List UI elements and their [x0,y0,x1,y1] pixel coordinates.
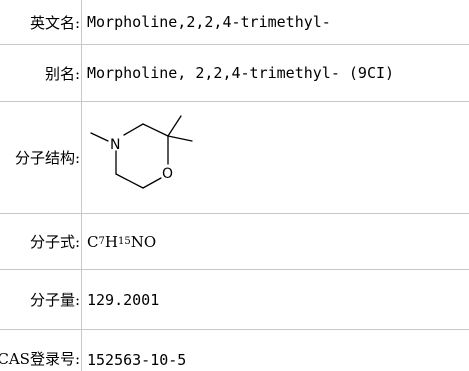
english-name-value: Morpholine,2,2,4-trimethyl- [87,13,331,31]
row-alias: 别名: Morpholine, 2,2,4-trimethyl- (9CI) [0,45,469,102]
row-molecular-weight: 分子量: 129.2001 [0,270,469,330]
alias-label: 别名: [44,64,80,83]
molecular-weight-value: 129.2001 [87,290,160,309]
oxygen-atom-label: O [162,166,173,182]
english-name-label: 英文名: [29,13,80,32]
column-divider [81,0,82,371]
alias-value: Morpholine, 2,2,4-trimethyl- (9CI) [87,64,395,82]
molecular-weight-label: 分子量: [29,291,80,309]
c2-methyl-bond-2 [167,135,193,142]
molecule-structure-image: N O [90,115,193,189]
n-methyl-bond [90,132,109,142]
formula-carbon: C [87,232,99,251]
formula-label: 分子式: [29,233,80,251]
bond-c6-c5 [115,173,144,189]
formula-rest: NO [130,232,157,251]
nitrogen-atom-label: N [110,137,120,153]
row-english-name: 英文名: Morpholine,2,2,4-trimethyl- [0,0,469,45]
bond-c3-c2 [142,123,169,137]
row-structure: 分子结构: N O [0,102,469,214]
row-cas-number: CAS登录号: 152563-10-5 [0,330,469,371]
c2-methyl-bond-1 [167,115,182,137]
bond-o-c6 [142,177,162,189]
formula-hydrogen: H [104,232,118,251]
cas-number-value: 152563-10-5 [87,351,187,369]
cas-number-label: CAS登录号: [0,350,80,368]
structure-label: 分子结构: [14,149,80,167]
bond-n-c3 [123,123,144,136]
